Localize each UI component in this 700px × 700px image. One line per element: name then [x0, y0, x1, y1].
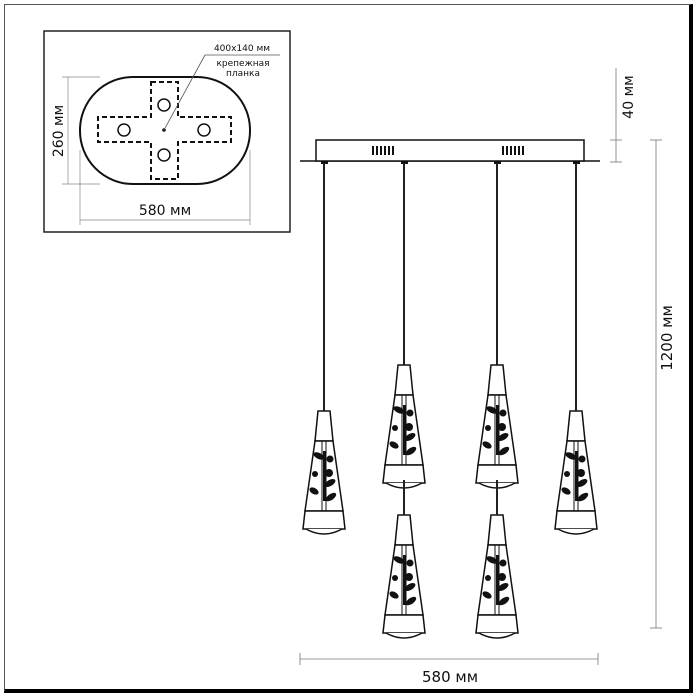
mounting-plan-inset: 400x140 мм крепежная планка 260 мм 580 м…: [43, 30, 291, 233]
canopy-height-label: 40 мм: [621, 75, 637, 118]
leader-line: [163, 54, 206, 131]
screw-hole: [117, 123, 131, 137]
drawing-frame: [4, 4, 693, 693]
overall-width-label: 580 мм: [422, 668, 478, 686]
screw-hole: [157, 98, 171, 112]
elevation-view: 40 мм 1200 мм 580 мм: [299, 68, 676, 686]
pendant-lamp: [382, 514, 426, 639]
overall-width-dimension: [299, 653, 599, 665]
pendant-lamp: [554, 410, 598, 535]
screw-hole: [197, 123, 211, 137]
pendant-lamp: [475, 364, 519, 489]
inset-height-label: 260 мм: [51, 105, 67, 157]
drop-height-label: 1200 мм: [658, 305, 676, 371]
suspension-cables: [323, 163, 577, 515]
mounting-plate-outline: [97, 81, 232, 180]
drop-height-dimension: [650, 139, 662, 629]
canopy: [315, 139, 585, 162]
pendant-lamp: [475, 514, 519, 639]
screw-hole: [157, 148, 171, 162]
vent-slots: [372, 146, 524, 155]
mount-plate-label-line2: планка: [226, 69, 260, 79]
pendant-lamp: [382, 364, 426, 489]
canopy-height-dimension: [610, 68, 622, 163]
inset-width-label: 580 мм: [139, 203, 191, 219]
mount-plate-label-line1: крепежная: [216, 59, 269, 69]
mount-plate-size-label: 400x140 мм: [214, 44, 270, 54]
pendant-lamp: [302, 410, 346, 535]
